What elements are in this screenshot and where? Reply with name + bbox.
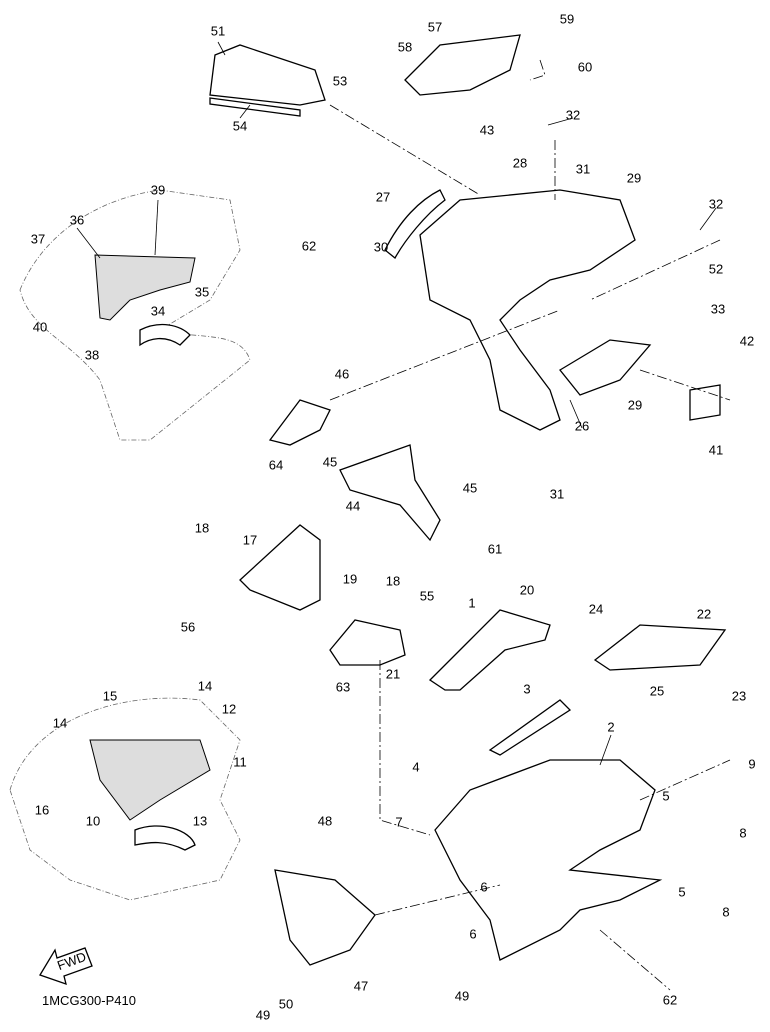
trim-3 — [488, 699, 572, 756]
callout: 37 — [31, 231, 45, 246]
callout: 62 — [663, 992, 677, 1007]
trim-27 — [384, 189, 446, 259]
callout: 33 — [711, 301, 725, 316]
callout: 41 — [709, 442, 723, 457]
callout: 32 — [709, 196, 723, 211]
callout: 30 — [374, 239, 388, 254]
callout: 38 — [85, 347, 99, 362]
callout: 5 — [662, 788, 669, 803]
callout: 2 — [607, 719, 614, 734]
callout: 50 — [279, 996, 293, 1011]
callout: 45 — [323, 454, 337, 469]
callout: 15 — [103, 688, 117, 703]
callout: 19 — [343, 571, 357, 586]
callout: 54 — [233, 118, 247, 133]
callout: 45 — [463, 480, 477, 495]
callout: 7 — [395, 814, 402, 829]
callout: 32 — [566, 107, 580, 122]
callout: 56 — [181, 619, 195, 634]
callout: 26 — [575, 418, 589, 433]
callout: 39 — [151, 182, 165, 197]
panel-22 — [593, 624, 727, 671]
callout: 22 — [697, 606, 711, 621]
callout: 49 — [455, 988, 469, 1003]
callout: 13 — [193, 813, 207, 828]
meter-panel-51 — [209, 44, 326, 117]
inner-panel-47 — [274, 869, 376, 966]
callout: 25 — [650, 683, 664, 698]
callout: 29 — [628, 397, 642, 412]
callout: 14 — [198, 678, 212, 693]
duct-63 — [329, 619, 406, 666]
inner-panel-44 — [339, 444, 441, 542]
callout: 14 — [53, 715, 67, 730]
callout: 49 — [256, 1007, 270, 1022]
callout: 36 — [70, 212, 84, 227]
stay-17 — [239, 524, 321, 611]
callout: 48 — [318, 813, 332, 828]
callout: 8 — [739, 825, 746, 840]
callout: 18 — [386, 573, 400, 588]
callout: 55 — [420, 588, 434, 603]
callout: 5 — [678, 884, 685, 899]
upper-cowling-reference-outline — [19, 189, 251, 441]
callout: 20 — [520, 582, 534, 597]
callout: 59 — [560, 11, 574, 26]
callout: 27 — [376, 189, 390, 204]
stay-20 — [428, 609, 551, 691]
cover-57 — [404, 34, 521, 96]
callout: 8 — [722, 904, 729, 919]
callout: 17 — [243, 532, 257, 547]
callout: 11 — [233, 754, 247, 769]
lower-cowling-2 — [434, 759, 663, 961]
callout: 18 — [195, 520, 209, 535]
callout: 21 — [386, 666, 400, 681]
callout: 40 — [33, 319, 47, 334]
leader-lines — [76, 41, 731, 991]
callout: 16 — [35, 802, 49, 817]
callout: 47 — [354, 978, 368, 993]
callout: 53 — [333, 73, 347, 88]
callout: 3 — [523, 681, 530, 696]
callout: 46 — [335, 366, 349, 381]
callout: 24 — [589, 601, 603, 616]
callout: 29 — [627, 170, 641, 185]
callout: 63 — [336, 679, 350, 694]
callout: 52 — [709, 261, 723, 276]
callout: 42 — [740, 333, 754, 348]
duct-64 — [268, 399, 331, 446]
callout: 31 — [576, 161, 590, 176]
callout: 57 — [428, 19, 442, 34]
callout: 23 — [732, 688, 746, 703]
callout: 4 — [412, 759, 419, 774]
callout: 61 — [488, 541, 502, 556]
callout: 35 — [195, 284, 209, 299]
callout: 62 — [302, 238, 316, 253]
callout: 51 — [211, 23, 225, 38]
callout: 10 — [86, 813, 100, 828]
callout: 28 — [513, 155, 527, 170]
callout: 12 — [222, 701, 236, 716]
callout: 9 — [748, 756, 755, 771]
upper-cowling-26 — [419, 189, 652, 431]
diagram-code: 1MCG300-P410 — [42, 993, 136, 1008]
callout: 64 — [269, 457, 283, 472]
callout: 31 — [550, 486, 564, 501]
callout: 44 — [346, 498, 360, 513]
callout: 6 — [480, 879, 487, 894]
bracket-41 — [689, 384, 721, 421]
callout: 1 — [468, 595, 475, 610]
lower-cowling-reference-outline — [9, 697, 241, 901]
callout: 43 — [480, 122, 494, 137]
fwd-arrow: FWD — [39, 947, 93, 986]
callout: 60 — [578, 59, 592, 74]
callout: 34 — [151, 303, 165, 318]
callout: 58 — [398, 39, 412, 54]
callout: 6 — [469, 926, 476, 941]
callout-labels: 51 57 59 58 60 53 54 32 43 28 31 29 39 2… — [31, 11, 756, 1022]
